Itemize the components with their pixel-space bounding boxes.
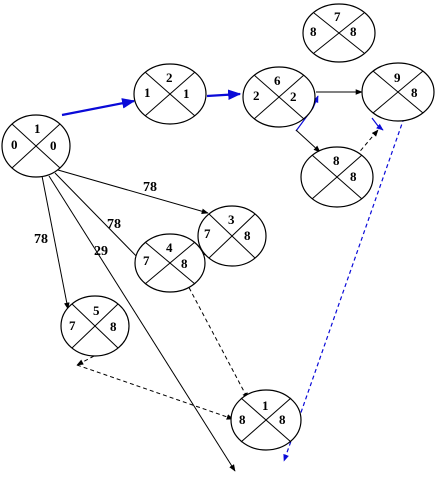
edge-8mid-to-9: [355, 129, 379, 157]
node-5-top: 5: [93, 303, 100, 318]
node-end-top: 1: [262, 398, 269, 413]
node-start-left: 0: [11, 137, 18, 152]
edge-start-to-4: [54, 172, 146, 266]
edge-9-to-end: [283, 117, 405, 462]
node-end-left: 8: [239, 412, 246, 427]
node-6-left: 2: [253, 88, 260, 103]
node-top-right-left: 8: [310, 24, 317, 39]
edge-start-to-bottom: [48, 175, 236, 472]
node-start-right: 0: [50, 138, 57, 153]
edge-4-to-end: [175, 262, 249, 400]
edge-start-to-5: [41, 175, 70, 310]
node-4-right: 8: [181, 256, 188, 271]
node-8-mid: 8 8: [300, 146, 374, 208]
node-6-top: 6: [274, 73, 281, 88]
node-5-right: 8: [110, 319, 117, 334]
node-end: 1 8 8: [230, 389, 302, 451]
node-3-right: 8: [244, 228, 251, 243]
edge-label-start-3: 78: [143, 180, 157, 195]
node-3-top: 3: [228, 212, 235, 227]
node-9-right: 8: [411, 85, 418, 100]
edge-2-to-6: [206, 89, 242, 100]
node-6-right: 2: [290, 89, 297, 104]
edge-label-start-4: 78: [107, 217, 121, 232]
node-9: 9 8: [361, 62, 435, 122]
node-5: 5 7 8: [60, 295, 130, 357]
node-end-right: 8: [279, 412, 286, 427]
node-4-left: 7: [143, 253, 150, 268]
node-4-top: 4: [166, 240, 173, 255]
node-start-top: 1: [34, 121, 41, 136]
node-2-top: 2: [166, 70, 173, 85]
node-start: 1 0 0: [1, 114, 71, 178]
node-3: 3 7 8: [197, 205, 267, 267]
edge-start-to-3: [57, 169, 209, 214]
node-8-mid-top: 8: [333, 153, 340, 168]
edge-into-5-bottom: [76, 355, 95, 366]
node-2: 2 1 1: [133, 63, 207, 125]
node-9-top: 9: [394, 70, 401, 85]
node-8-mid-right: 8: [350, 169, 357, 184]
node-2-left: 1: [144, 85, 151, 100]
edge-5-to-end: [76, 364, 234, 420]
edge-blue-into-9: [371, 117, 384, 131]
edge-label-start-bottom: 29: [94, 244, 108, 259]
node-top-right-top: 7: [334, 9, 341, 24]
edge-label-start-5: 78: [34, 232, 48, 247]
edge-6-to-8mid: [295, 129, 321, 153]
node-top-right-right: 8: [350, 24, 357, 39]
node-5-left: 7: [69, 318, 76, 333]
edge-start-to-2: [61, 98, 136, 117]
node-6: 6 2 2: [242, 66, 316, 128]
node-2-right: 1: [183, 86, 190, 101]
node-3-left: 7: [204, 226, 211, 241]
node-4: 4 7 8: [134, 233, 206, 293]
node-top-right: 7 8 8: [302, 3, 376, 63]
